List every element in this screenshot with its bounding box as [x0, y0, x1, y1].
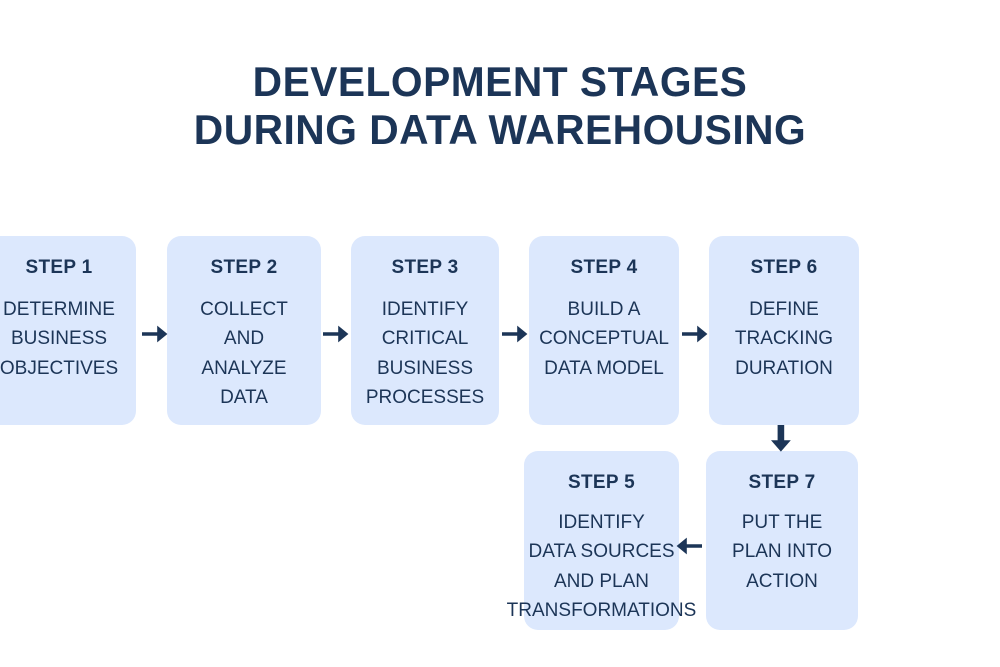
page-title: DEVELOPMENT STAGES DURING DATA WAREHOUSI… [0, 58, 1000, 155]
step-box-6[interactable]: STEP 6 DEFINE TRACKING DURATION [709, 236, 859, 425]
step-3-line-2: CRITICAL [381, 328, 469, 350]
step-5-label: STEP 5 [568, 472, 635, 493]
step-3-body: IDENTIFY CRITICAL BUSINESS PROCESSES [366, 295, 484, 413]
arrow-step1-to-step2-icon [142, 320, 168, 348]
step-2-line-2: AND [223, 328, 265, 350]
step-6-line-2: TRACKING [734, 328, 834, 350]
step-4-line-1: BUILD A [567, 299, 641, 320]
arrow-step6-to-step7-icon [769, 425, 793, 453]
step-1-label: STEP 1 [25, 257, 93, 278]
arrow-step3-to-step4-icon [502, 320, 528, 348]
step-4-line-3: DATA MODEL [544, 357, 664, 379]
step-5-line-3: AND PLAN [553, 570, 650, 592]
step-1-body: DETERMINE BUSINESS OBJECTIVES [0, 295, 118, 383]
step-6-label: STEP 6 [750, 257, 818, 278]
step-1-line-3: OBJECTIVES [0, 357, 119, 379]
step-box-7[interactable]: STEP 7 PUT THE PLAN INTO ACTION [706, 451, 858, 630]
step-4-label: STEP 4 [570, 257, 638, 278]
step-5-line-2: DATA SOURCES [528, 541, 675, 563]
step-3-label: STEP 3 [391, 257, 459, 278]
arrow-step4-to-step6-icon [682, 320, 708, 348]
step-4-body: BUILD A CONCEPTUAL DATA MODEL [539, 295, 669, 383]
step-box-4[interactable]: STEP 4 BUILD A CONCEPTUAL DATA MODEL [529, 236, 679, 425]
title-line-2: DURING DATA WAREHOUSING [193, 106, 807, 154]
step-3-line-3: BUSINESS [376, 357, 474, 379]
step-5-body: IDENTIFY DATA SOURCES AND PLAN TRANSFORM… [507, 508, 697, 626]
step-7-body: PUT THE PLAN INTO ACTION [732, 508, 832, 596]
step-4-line-2: CONCEPTUAL [539, 328, 669, 350]
step-box-5[interactable]: STEP 5 IDENTIFY DATA SOURCES AND PLAN TR… [507, 451, 696, 630]
step-3-line-4: PROCESSES [365, 387, 485, 409]
arrow-step2-to-step3-icon [323, 320, 349, 348]
step-3-line-1: IDENTIFY [381, 299, 469, 320]
step-7-line-3: ACTION [746, 570, 818, 592]
step-6-line-3: DURATION [735, 357, 833, 379]
step-box-3[interactable]: STEP 3 IDENTIFY CRITICAL BUSINESS PROCES… [351, 236, 499, 425]
step-2-label: STEP 2 [210, 257, 278, 278]
step-7-line-1: PUT THE [741, 512, 823, 533]
title-line-1: DEVELOPMENT STAGES [252, 58, 748, 105]
step-box-2[interactable]: STEP 2 COLLECT AND ANALYZE DATA [167, 236, 321, 425]
step-7-label: STEP 7 [748, 472, 816, 493]
step-7-line-2: PLAN INTO [732, 541, 832, 563]
step-2-line-4: DATA [220, 387, 268, 409]
step-2-line-3: ANALYZE [201, 357, 287, 379]
step-1-line-2: BUSINESS [10, 328, 108, 350]
arrow-step7-to-step5-icon [675, 532, 702, 560]
step-5-line-4: TRANSFORMATIONS [506, 600, 697, 622]
step-6-line-1: DEFINE [749, 299, 819, 320]
step-2-body: COLLECT AND ANALYZE DATA [200, 295, 288, 413]
step-box-1[interactable]: STEP 1 DETERMINE BUSINESS OBJECTIVES [0, 236, 136, 425]
step-6-body: DEFINE TRACKING DURATION [735, 295, 833, 383]
step-5-line-1: IDENTIFY [558, 512, 645, 533]
step-2-line-1: COLLECT [200, 299, 288, 320]
step-1-line-1: DETERMINE [3, 299, 115, 320]
